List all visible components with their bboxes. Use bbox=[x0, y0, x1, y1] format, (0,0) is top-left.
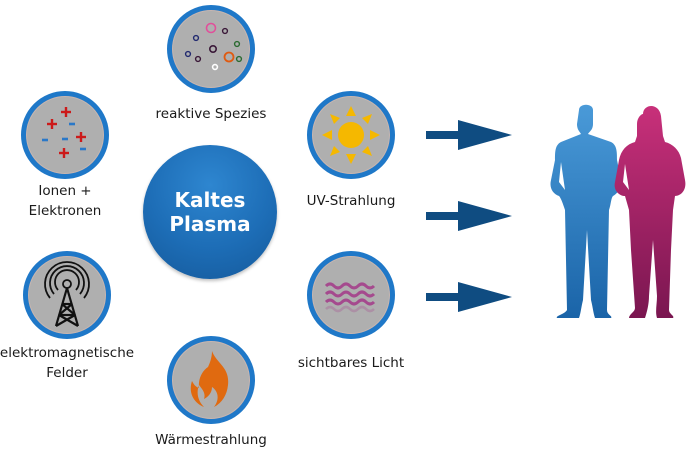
flame-icon bbox=[190, 351, 229, 407]
label-line-2: Felder bbox=[46, 365, 88, 381]
arrow-right-icon bbox=[426, 120, 512, 150]
arrow-right-icon bbox=[426, 201, 512, 231]
label-line-1: Ionen + bbox=[38, 183, 92, 199]
label-line-2: Elektronen bbox=[28, 203, 102, 219]
label-sichtbares-licht: sichtbares Licht bbox=[297, 355, 405, 371]
node-sichtbares-licht bbox=[307, 251, 395, 339]
woman-silhouette bbox=[614, 106, 686, 318]
label-waermestrahlung: Wärmestrahlung bbox=[155, 432, 267, 448]
label-line-1: elektromagnetische bbox=[0, 345, 135, 361]
charges-icon bbox=[42, 107, 86, 158]
label-uv-strahlung: UV-Strahlung bbox=[306, 193, 396, 209]
label-reaktive-spezies: reaktive Spezies bbox=[155, 106, 267, 122]
sun-icon bbox=[322, 106, 380, 164]
waves-icon bbox=[324, 282, 376, 313]
center-kaltes-plasma: Kaltes Plasma bbox=[143, 145, 277, 279]
particles-icon bbox=[184, 22, 243, 71]
center-line-2: Plasma bbox=[169, 212, 251, 236]
node-ionen-elektronen bbox=[21, 91, 109, 179]
arrow-right-icon bbox=[426, 282, 512, 312]
node-reaktive-spezies bbox=[167, 5, 255, 93]
radio-tower-icon bbox=[44, 261, 90, 327]
node-uv-strahlung bbox=[307, 91, 395, 179]
man-silhouette bbox=[550, 104, 622, 318]
node-waermestrahlung bbox=[167, 336, 255, 424]
center-line-1: Kaltes bbox=[174, 188, 246, 212]
label-elektromagnetische-felder: elektromagnetische Felder bbox=[0, 343, 144, 383]
node-elektromagnetische-felder bbox=[23, 251, 111, 339]
label-ionen-elektronen: Ionen + Elektronen bbox=[5, 181, 125, 221]
people-silhouettes-icon bbox=[550, 104, 686, 318]
